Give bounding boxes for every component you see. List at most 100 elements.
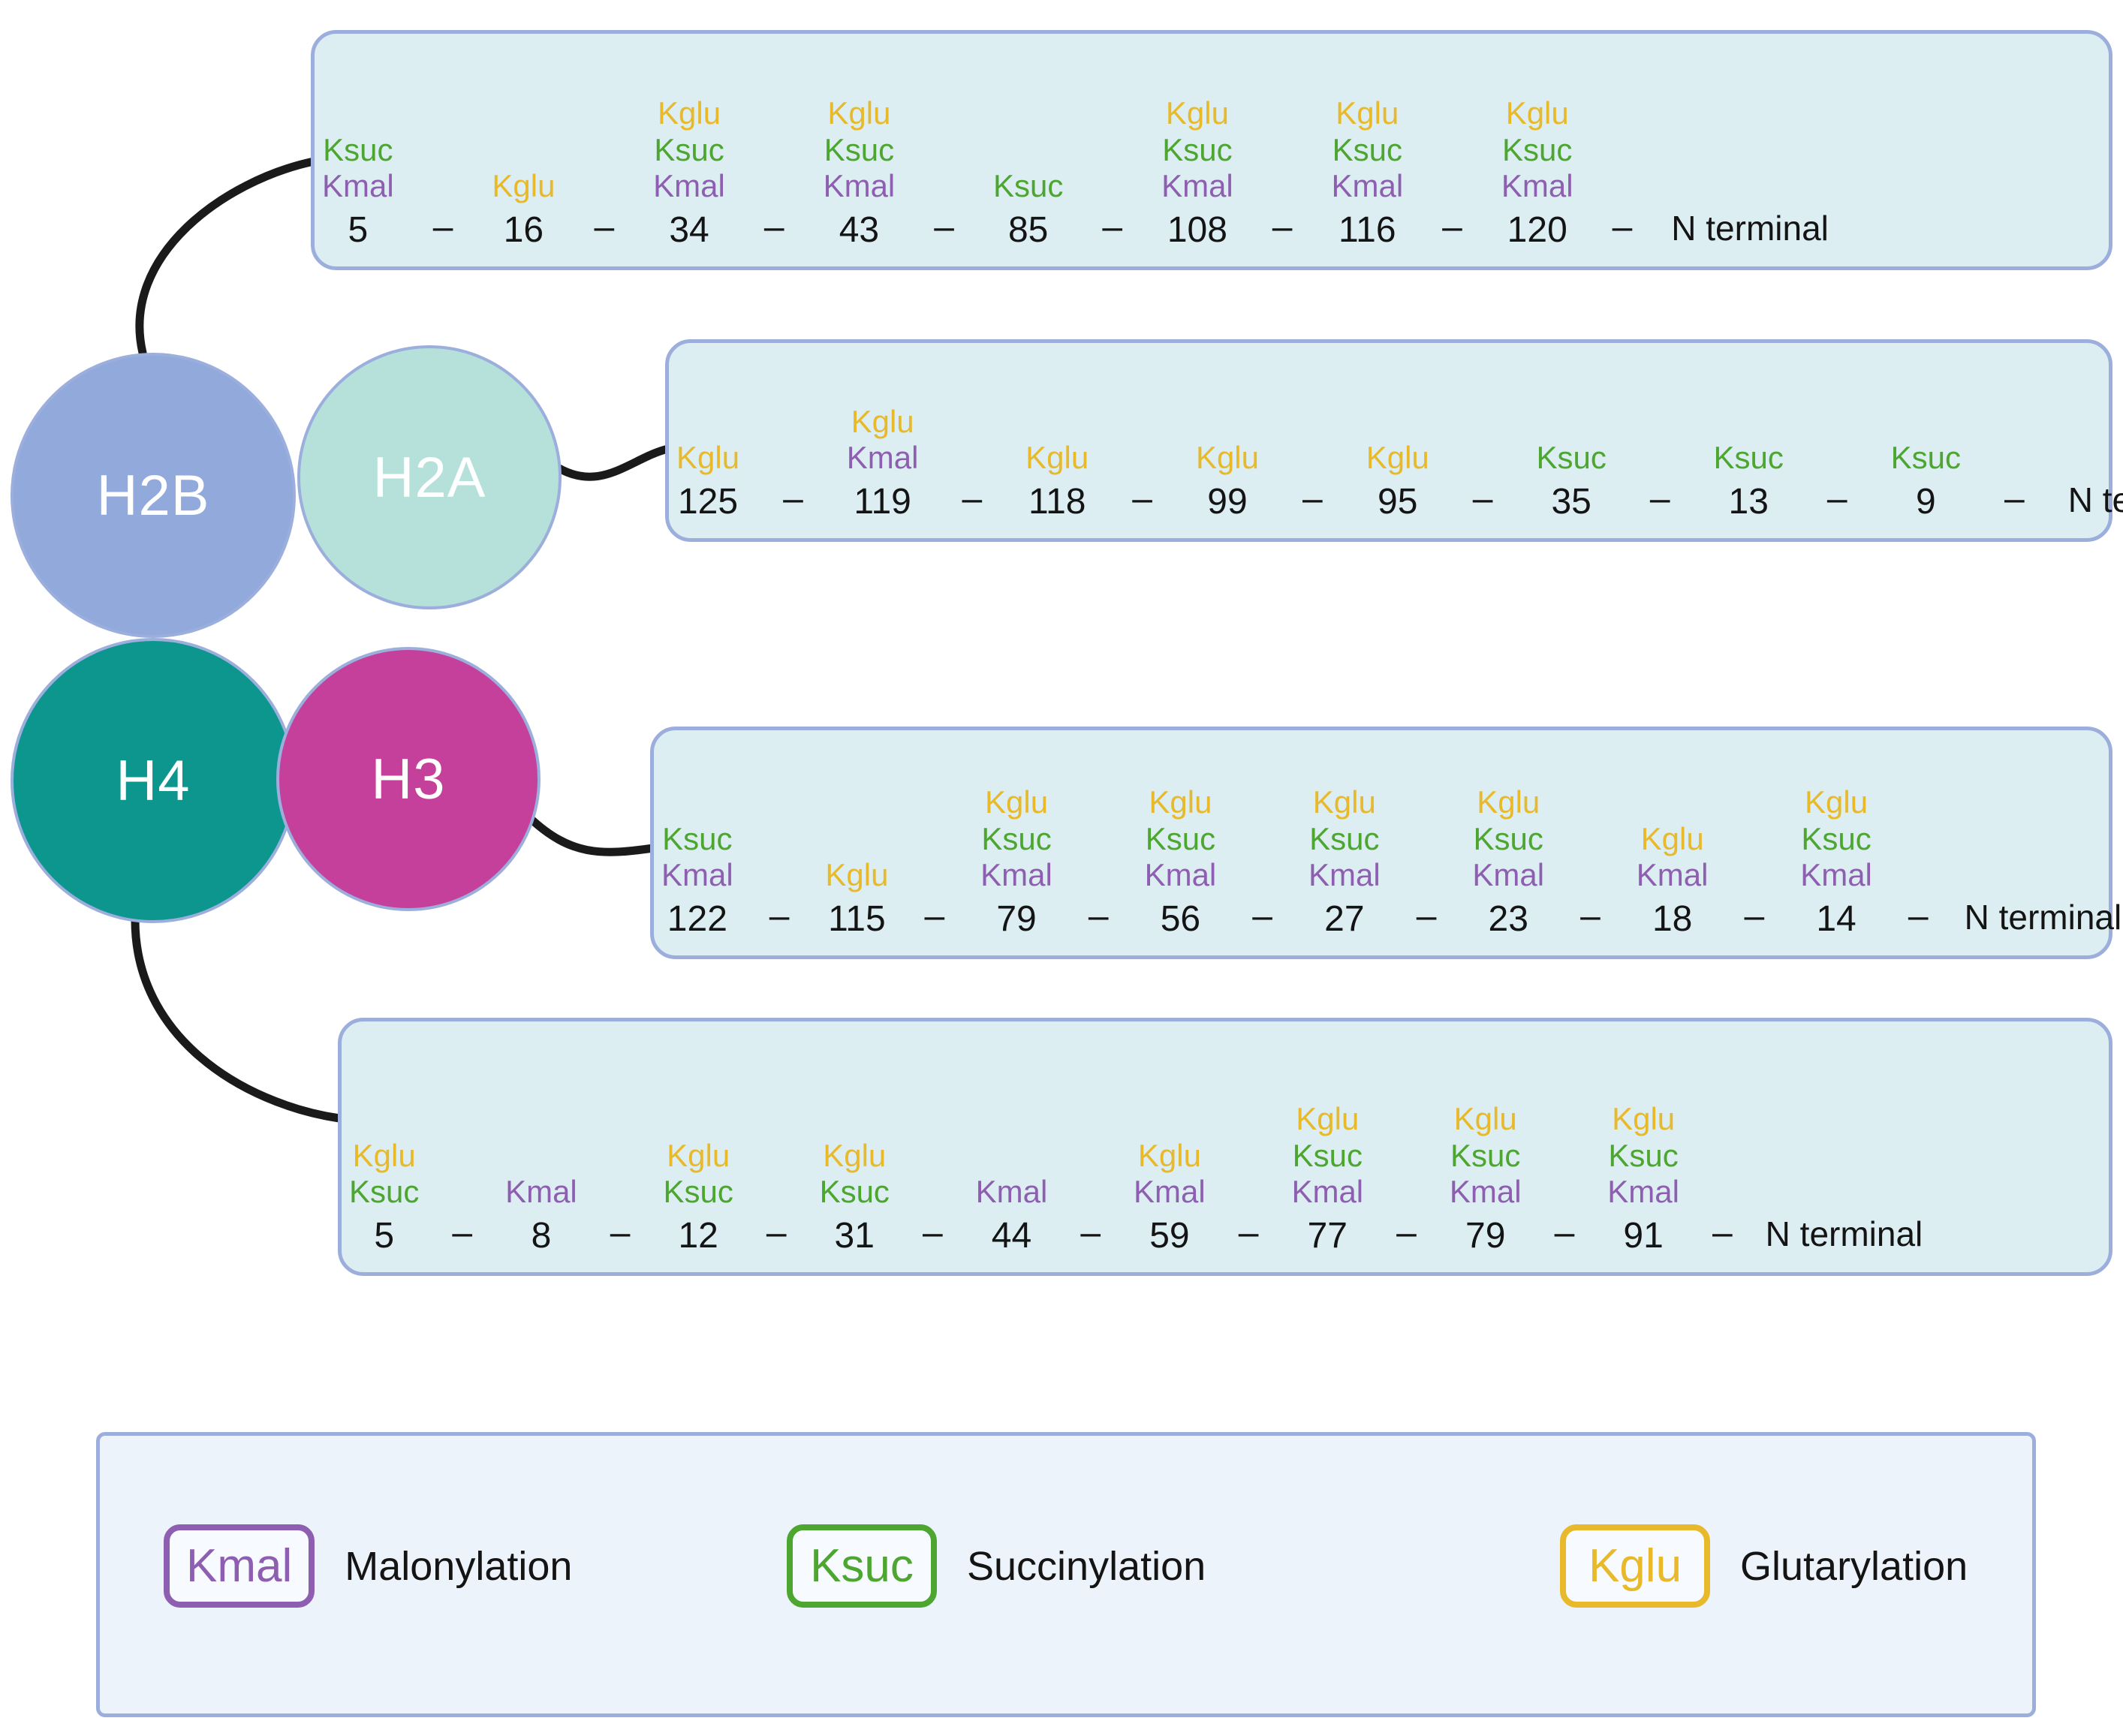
site-separator: – xyxy=(769,896,790,936)
site-separator: – xyxy=(1132,479,1152,519)
ptm-mod-kglu: Kglu xyxy=(1312,784,1376,820)
residue-number: 12 xyxy=(678,1216,718,1256)
ptm-mod-kmal: Kmal xyxy=(1800,857,1872,893)
residue-number: 13 xyxy=(1728,482,1769,522)
ptm-mod-kglu: Kglu xyxy=(827,95,891,131)
ptm-mod-kmal: Kmal xyxy=(1144,857,1217,893)
ptm-mod-ksuc: Ksuc xyxy=(654,131,724,167)
legend-label: Glutarylation xyxy=(1740,1543,1968,1589)
site-separator: – xyxy=(1396,1213,1417,1253)
ptm-mod-kmal: Kmal xyxy=(975,1174,1048,1210)
legend-chip-kglu: Kglu xyxy=(1560,1524,1710,1608)
ptm-mod-kmal: Kmal xyxy=(1331,168,1404,204)
site-separator: – xyxy=(1302,479,1323,519)
ptm-mod-kglu: Kglu xyxy=(657,95,721,131)
residue-number: 16 xyxy=(503,210,544,250)
ptm-mod-stack: Ksuc xyxy=(1714,440,1784,477)
residue-number: 59 xyxy=(1149,1216,1190,1256)
site-separator: – xyxy=(610,1213,631,1253)
ptm-site[interactable]: Kglu 125 xyxy=(676,440,739,525)
site-separator: – xyxy=(1612,207,1633,247)
residue-number: 9 xyxy=(1915,482,1936,522)
residue-number: 56 xyxy=(1160,899,1201,939)
residue-number: 79 xyxy=(996,899,1037,939)
ptm-site[interactable]: Ksuc 13 xyxy=(1714,440,1784,525)
residue-number: 18 xyxy=(1652,899,1693,939)
site-separator: – xyxy=(766,1213,787,1253)
ptm-mod-kglu: Kglu xyxy=(352,1137,416,1173)
residue-number: 118 xyxy=(1028,482,1086,522)
residue-number: 99 xyxy=(1207,482,1248,522)
ptm-mod-ksuc: Ksuc xyxy=(662,820,733,856)
ptm-mod-kglu: Kglu xyxy=(1366,440,1429,476)
ptm-site[interactable]: Ksuc 9 xyxy=(1891,440,1961,525)
n-terminal-label: N terminal xyxy=(1671,208,1829,248)
histone-circle-h3[interactable]: H3 xyxy=(276,647,541,911)
ptm-mod-stack: Kglu xyxy=(676,440,739,477)
histone-circle-h2b[interactable]: H2B xyxy=(11,353,296,638)
ptm-mod-kmal: Kmal xyxy=(1472,857,1545,893)
ptm-mod-kglu: Kglu xyxy=(851,403,914,439)
ptm-mod-kmal: Kmal xyxy=(1308,857,1381,893)
site-separator: – xyxy=(1744,896,1765,936)
ptm-mod-stack: Ksuc xyxy=(1891,440,1961,477)
ptm-mod-ksuc: Ksuc xyxy=(1801,820,1872,856)
ptm-mod-kmal: Kmal xyxy=(505,1174,577,1210)
legend-item-kglu: Kglu Glutarylation xyxy=(1560,1524,1968,1608)
connector-h2b xyxy=(135,157,318,357)
site-separator: – xyxy=(594,207,615,247)
histone-circle-h2a[interactable]: H2A xyxy=(297,345,562,609)
site-separator: – xyxy=(924,896,945,936)
residue-number: 85 xyxy=(1007,210,1049,250)
site-separator: – xyxy=(1416,896,1437,936)
ptm-mod-kglu: Kglu xyxy=(1477,784,1540,820)
ptm-mod-kmal: Kmal xyxy=(653,168,725,204)
residue-number: 108 xyxy=(1167,210,1227,250)
ptm-mod-kglu: Kglu xyxy=(1165,95,1229,131)
histone-circle-h4[interactable]: H4 xyxy=(11,638,296,923)
site-separator: – xyxy=(452,1213,473,1253)
ptm-mod-kglu: Kglu xyxy=(1137,1137,1201,1173)
residue-number: 23 xyxy=(1488,899,1528,939)
residue-number: 125 xyxy=(677,482,739,522)
ptm-mod-kglu: Kglu xyxy=(1805,784,1869,820)
residue-number: 122 xyxy=(667,899,727,939)
